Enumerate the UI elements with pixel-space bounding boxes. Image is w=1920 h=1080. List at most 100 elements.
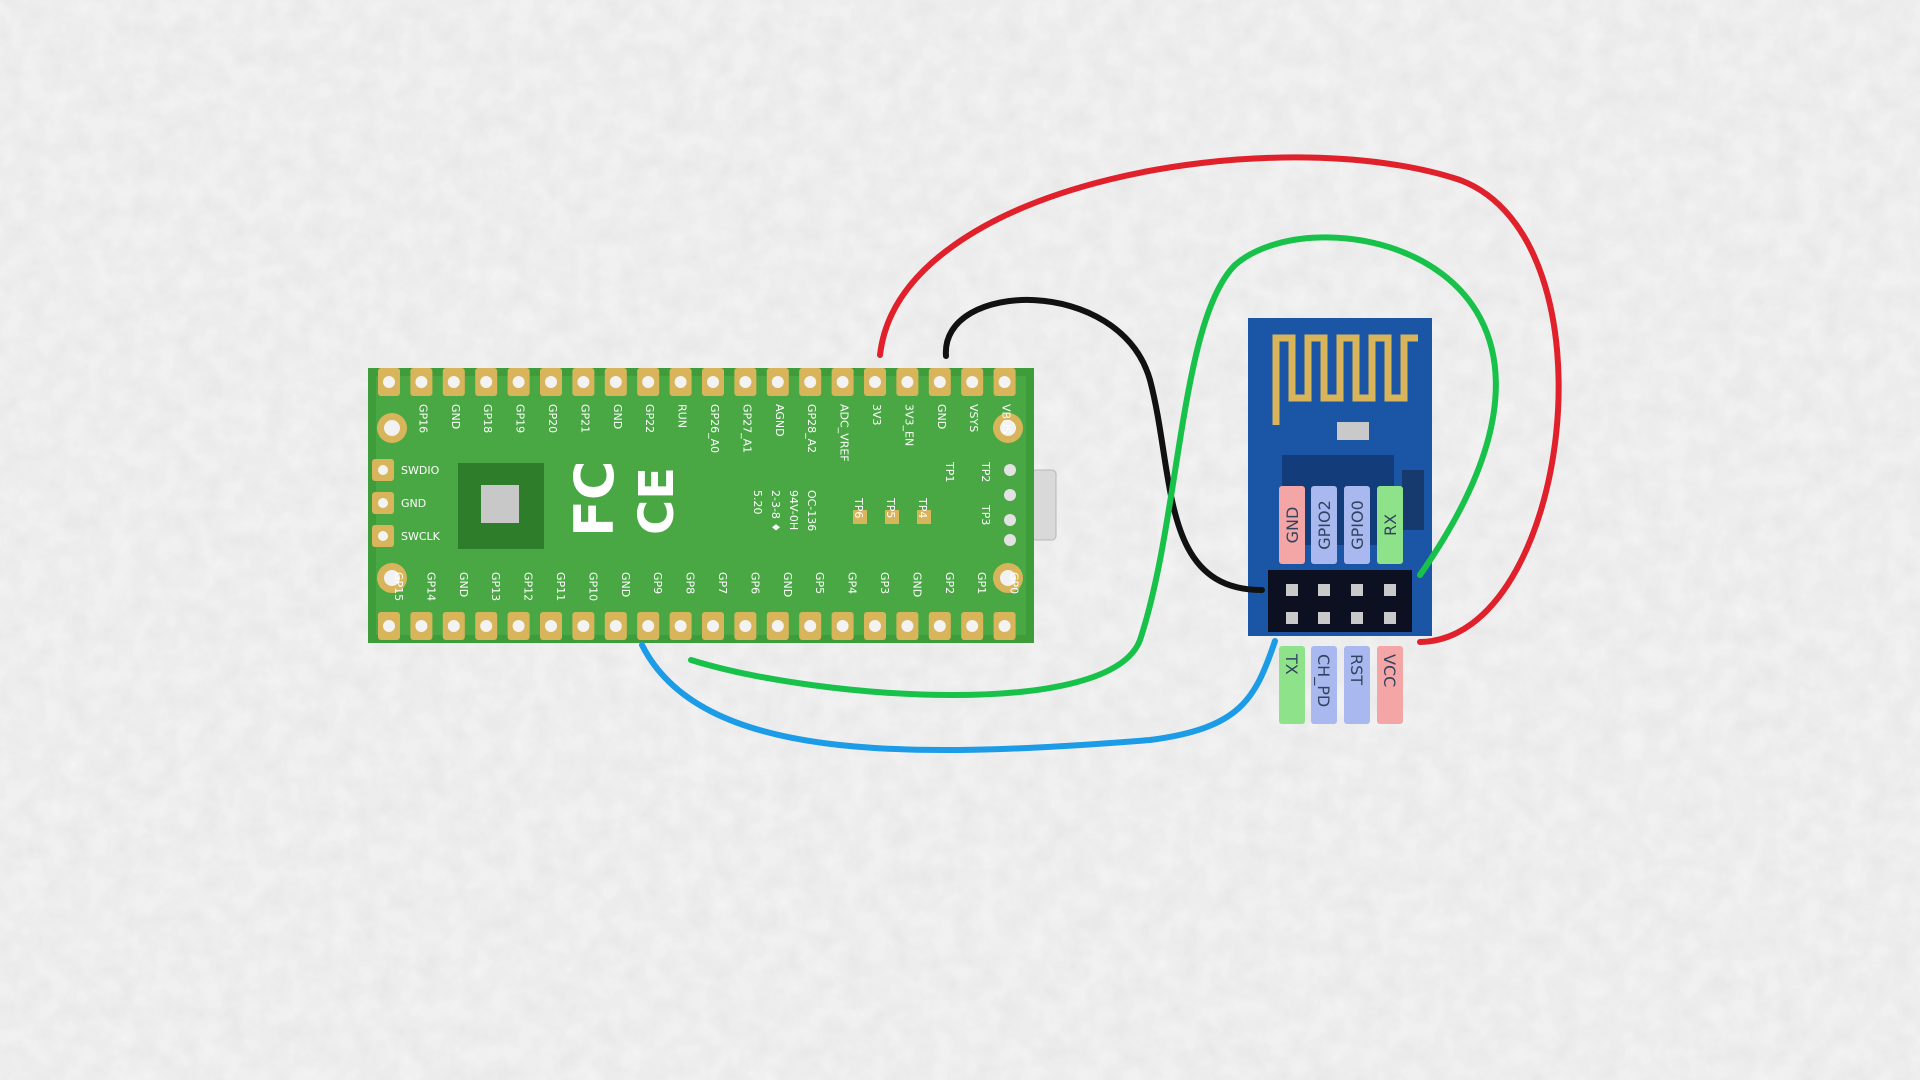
esp-bottom-label: RST bbox=[1347, 654, 1366, 685]
pico-pad-hole bbox=[933, 376, 946, 388]
esp-pin bbox=[1286, 612, 1298, 624]
pico-qr-code bbox=[481, 485, 519, 523]
esp-bottom-label-box bbox=[1344, 646, 1370, 724]
pico-debug-pin-labels: SWDIO GND SWCLK bbox=[401, 464, 441, 543]
esp-flash-chip bbox=[1402, 470, 1424, 530]
pico-pad-hole bbox=[480, 620, 493, 632]
pico-bottom-pin-label: GND bbox=[781, 572, 794, 597]
pico-debug-pads bbox=[372, 459, 394, 547]
esp-bottom-label-box bbox=[1377, 646, 1403, 724]
pico-debug-pad-hole bbox=[378, 498, 388, 508]
pico-pad-hole bbox=[383, 620, 395, 632]
pico-pad-hole bbox=[577, 376, 590, 388]
tp1-label: TP1 bbox=[943, 461, 956, 482]
pico-debug-pin-label: GND bbox=[401, 497, 426, 510]
pico-marking-version: 5.20 bbox=[751, 490, 764, 515]
esp-pin bbox=[1286, 584, 1298, 596]
pico-top-pin-label: GND bbox=[935, 404, 948, 429]
pico-top-pin-label: GP27_A1 bbox=[740, 404, 753, 453]
wire-gnd-gnd bbox=[942, 297, 1265, 593]
pico-fc-logo: FC bbox=[563, 460, 626, 537]
pico-bottom-pin-label: GP6 bbox=[748, 572, 761, 594]
pico-bottom-pin-label: GP2 bbox=[943, 572, 956, 594]
pico-pad-hole bbox=[707, 376, 719, 388]
pico-pad-hole bbox=[966, 376, 979, 388]
pico-bottom-pin-label: GP1 bbox=[975, 572, 988, 594]
esp-pin bbox=[1351, 612, 1363, 624]
pico-bottom-pin-label: GP0 bbox=[1008, 572, 1021, 594]
esp-pin bbox=[1384, 612, 1396, 624]
pico-top-pads bbox=[378, 368, 1016, 396]
wire-gp8-rx bbox=[688, 234, 1499, 698]
pico-bottom-pin-label: GP15 bbox=[392, 572, 405, 601]
pico-pad-hole bbox=[933, 620, 946, 632]
pico-pad-hole bbox=[901, 620, 914, 632]
pico-pad-hole bbox=[771, 376, 784, 388]
pico-pad-hole bbox=[480, 376, 493, 388]
pico-marking-94v: 94V-0H bbox=[787, 490, 800, 530]
esp-crystal bbox=[1337, 422, 1369, 440]
pico-debug-pin-label: SWDIO bbox=[401, 464, 440, 477]
pico-pad-hole bbox=[901, 376, 914, 388]
pico-debug-pin-label: SWCLK bbox=[401, 530, 441, 543]
wires bbox=[639, 154, 1562, 754]
pico-test-points: TP6 TP5 TP4 TP1 TP2 TP3 bbox=[852, 461, 1016, 546]
tp-pad bbox=[1004, 534, 1016, 546]
pico-top-pin-label: AGND bbox=[773, 404, 786, 437]
tp-pad bbox=[917, 510, 931, 524]
pico-top-pin-label: 3V3 bbox=[870, 404, 883, 426]
pico-top-pin-label: GP16 bbox=[416, 404, 429, 433]
pico-top-pin-label: GND bbox=[611, 404, 624, 429]
pico-bottom-pin-label: GP14 bbox=[424, 572, 437, 601]
esp-pins bbox=[1286, 584, 1396, 624]
pico-pad-hole bbox=[512, 376, 525, 388]
pico-pad-hole bbox=[512, 620, 525, 632]
pico-top-pin-label: GP20 bbox=[546, 404, 559, 433]
esp-bottom-label-box bbox=[1311, 646, 1337, 724]
pico-pad-hole bbox=[804, 376, 817, 388]
pico-bottom-pin-label: GP4 bbox=[846, 572, 859, 594]
esp-top-label: GPIO2 bbox=[1315, 500, 1334, 550]
pico-pad-hole bbox=[771, 620, 784, 632]
pico-pad-hole bbox=[447, 620, 460, 632]
pico-bottom-pin-label: GP9 bbox=[651, 572, 664, 594]
pico-bottom-pin-label: GP12 bbox=[522, 572, 535, 601]
pico-pad-hole bbox=[447, 376, 460, 388]
pico-bottom-pads bbox=[378, 612, 1016, 640]
pico-pad-hole bbox=[707, 620, 719, 632]
esp-pin bbox=[1351, 584, 1363, 596]
esp-bottom-label: VCC bbox=[1380, 654, 1399, 687]
pico-pad-hole bbox=[545, 376, 557, 388]
esp-top-label: GPIO0 bbox=[1348, 500, 1367, 550]
tp5-label: TP5 bbox=[884, 497, 897, 518]
pico-top-pin-label: ADC_VREF bbox=[838, 404, 851, 462]
pico-pad-hole bbox=[869, 620, 881, 632]
pico-bottom-pin-label: GP8 bbox=[684, 572, 697, 594]
pico-pad-hole bbox=[642, 620, 655, 632]
esp-top-label-box bbox=[1311, 486, 1337, 564]
pico-top-pin-label: GP26_A0 bbox=[708, 404, 721, 453]
tp-pad bbox=[1004, 514, 1016, 526]
pico-pad-hole bbox=[739, 376, 752, 388]
pico-top-pin-label: GP22 bbox=[643, 404, 656, 433]
pico-bottom-pin-label: GND bbox=[619, 572, 632, 597]
pico-bottom-pin-label: GP3 bbox=[878, 572, 891, 594]
esp-bottom-label: TX bbox=[1282, 653, 1301, 675]
pico-pad-hole bbox=[804, 620, 817, 632]
esp-top-label-box bbox=[1344, 486, 1370, 564]
tp2-label: TP2 bbox=[979, 461, 992, 482]
pico-pad-hole bbox=[869, 376, 881, 388]
pico-pad-hole bbox=[577, 620, 590, 632]
pico-pad-hole bbox=[836, 376, 849, 388]
pico-marking-oc136: OC-136 bbox=[805, 490, 818, 531]
esp-top-label: RX bbox=[1381, 514, 1400, 536]
pico-top-pin-label: 3V3_EN bbox=[902, 404, 915, 446]
pico-pad-hole bbox=[998, 620, 1011, 632]
esp-top-label-box bbox=[1377, 486, 1403, 564]
